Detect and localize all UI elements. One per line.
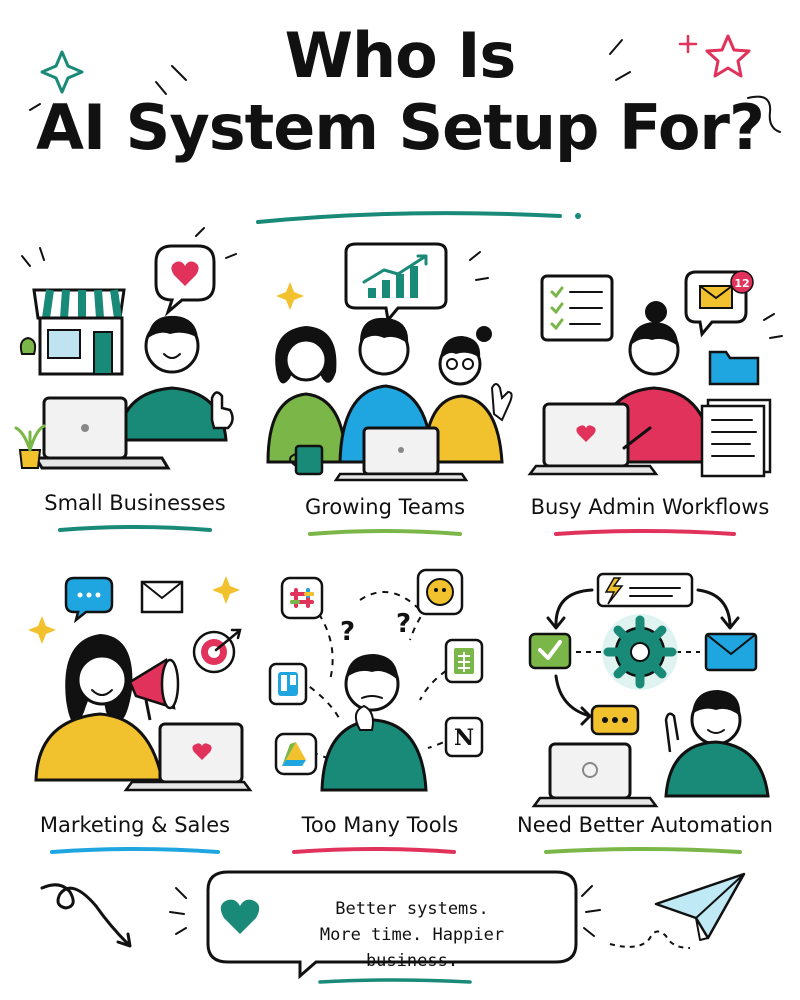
sparkle-icon xyxy=(40,50,84,94)
underline-growing-teams xyxy=(308,529,462,536)
laptop-base xyxy=(33,456,171,470)
footer-burst-lines xyxy=(169,885,601,937)
underline-busy-admin xyxy=(554,529,736,536)
title-line-1: Who Is xyxy=(284,19,517,92)
underline-footer xyxy=(318,978,472,984)
card-growing-teams-illustration xyxy=(266,242,513,482)
heart-icon xyxy=(220,899,260,934)
notification-count: 12 xyxy=(734,277,749,290)
target-icon xyxy=(192,628,242,674)
title-underline-dot xyxy=(575,213,581,219)
svg-text:N: N xyxy=(454,725,474,751)
label-marketing-sales: Marketing & Sales xyxy=(39,813,231,837)
squiggle-decoration xyxy=(747,95,781,133)
cycle-arrow xyxy=(546,588,594,630)
chat-bubble-icon xyxy=(64,576,114,624)
label-growing-teams: Growing Teams xyxy=(304,495,466,519)
footer-swirl-arrow xyxy=(40,883,132,948)
underline-too-many-tools xyxy=(292,847,456,854)
sparkle-icon xyxy=(28,616,56,644)
footer-line-2: More time. Happier business. xyxy=(319,925,505,971)
underline-small-businesses xyxy=(58,525,212,532)
question-mark-icon: ? xyxy=(396,609,411,639)
heart-icon xyxy=(192,743,212,760)
page-title: Who Is AI System Setup For? xyxy=(0,20,800,164)
heart-icon xyxy=(576,425,596,442)
gear-icon xyxy=(602,614,678,690)
paper-plane-trail xyxy=(609,930,691,949)
plant-icon xyxy=(18,449,42,469)
label-too-many-tools: Too Many Tools xyxy=(301,813,459,837)
card-small-businesses-illustration xyxy=(14,227,237,470)
underline-need-better-automation xyxy=(544,847,742,854)
lightning-icon xyxy=(604,577,624,605)
checkbox-icon xyxy=(528,632,572,670)
label-small-businesses: Small Businesses xyxy=(44,491,226,515)
footer-speech-bubble xyxy=(206,870,578,980)
confused-person-body xyxy=(320,718,428,792)
marketer-body xyxy=(34,712,164,782)
card-too-many-tools-illustration: N ? ? xyxy=(268,568,484,792)
person-body xyxy=(116,386,228,442)
folder-icon xyxy=(708,350,760,386)
paper-plane-icon xyxy=(654,872,746,940)
sparkle-small-icon xyxy=(678,34,698,54)
mug-icon xyxy=(294,444,324,476)
automation-person-body xyxy=(664,740,770,798)
footer-message: Better systems. More time. Happier busin… xyxy=(272,896,552,974)
lightning-card xyxy=(596,572,694,608)
burst-lines-right xyxy=(609,39,631,81)
trend-arrow-icon xyxy=(362,254,428,284)
title-underline xyxy=(256,211,562,224)
card-automation-illustration xyxy=(528,572,770,808)
burst-lines-left xyxy=(29,65,187,111)
slack-icon xyxy=(280,576,324,620)
sparkle-icon xyxy=(276,282,304,310)
thumbs-up-hand xyxy=(210,391,234,430)
cycle-arrow xyxy=(554,674,592,726)
question-mark-icon: ? xyxy=(340,617,355,647)
sparkle-icon xyxy=(212,576,240,604)
label-busy-admin-workflows: Busy Admin Workflows xyxy=(530,495,770,519)
notion-icon xyxy=(444,716,484,758)
underline-marketing-sales xyxy=(50,847,220,854)
heart-icon xyxy=(171,261,199,286)
label-need-better-automation: Need Better Automation xyxy=(517,813,773,837)
card-marketing-illustration xyxy=(28,576,253,792)
star-icon xyxy=(705,34,751,78)
title-line-2: AI System Setup For? xyxy=(36,91,765,164)
cycle-arrow xyxy=(696,588,740,630)
footer-line-1: Better systems. xyxy=(335,899,489,919)
card-busy-admin-illustration: 12 xyxy=(527,270,783,478)
laptop-screen xyxy=(548,742,632,800)
notification-badge xyxy=(730,270,754,294)
